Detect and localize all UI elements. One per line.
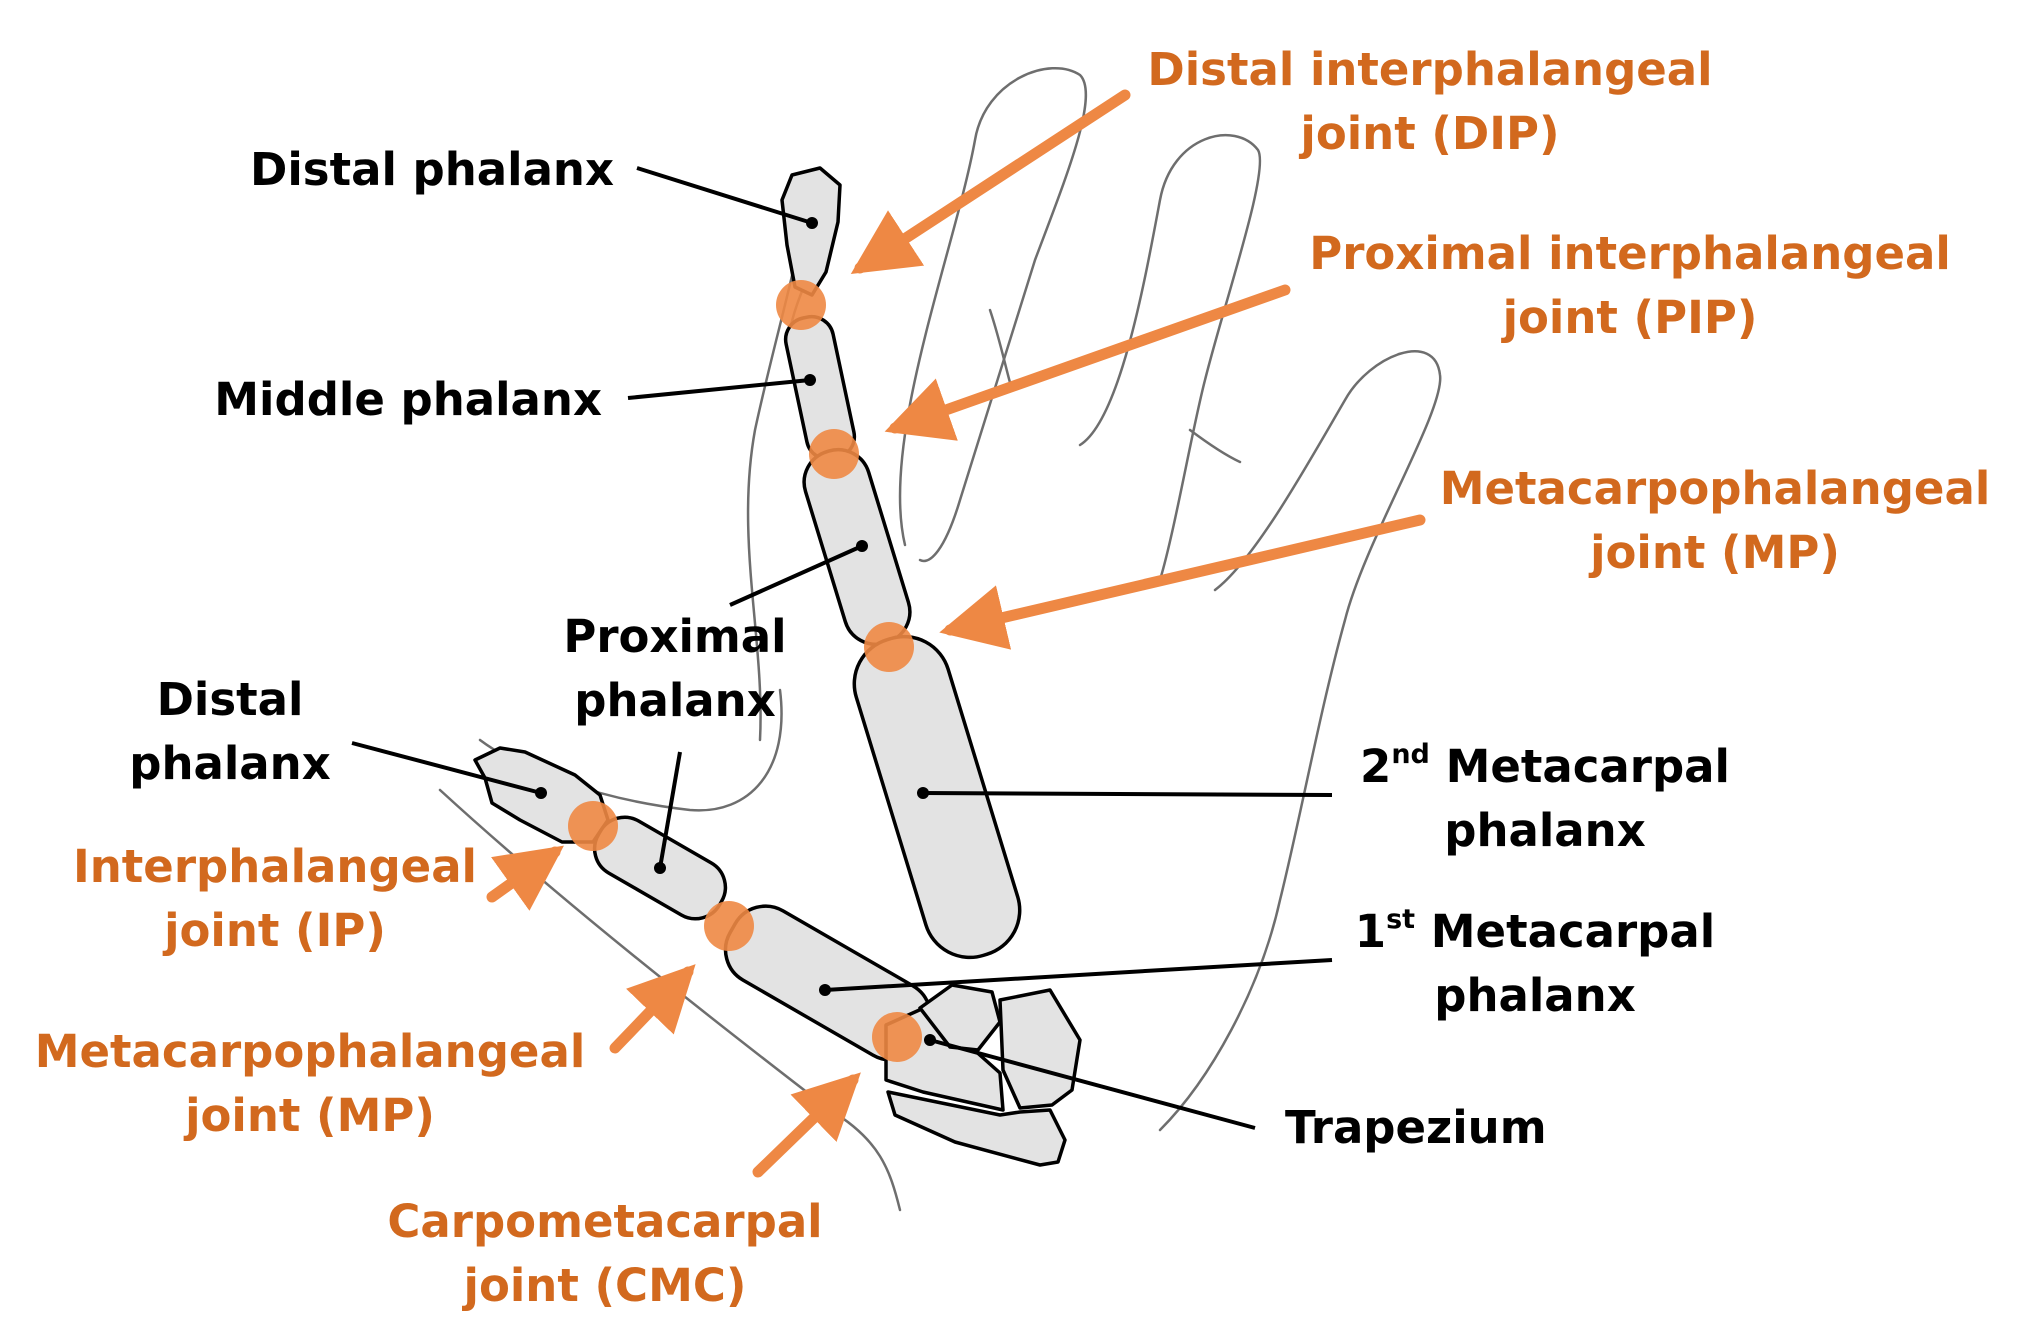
leader-trapezium [929, 1038, 1256, 1130]
mp-index-arrow [939, 514, 1426, 650]
carpal-bone-large [998, 988, 1082, 1110]
second-metacarpal-bone [852, 634, 1022, 960]
label-trapezium: Trapezium [1285, 1101, 1547, 1154]
leader-first-metacarpal [824, 958, 1333, 992]
carpal-bone-lower [886, 1090, 1067, 1167]
label-cmc-joint: Carpometacarpal joint (CMC) [387, 1195, 823, 1312]
ip-joint-marker [568, 801, 618, 851]
label-index-distal-phalanx: Distal phalanx [250, 143, 614, 196]
index-distal-phalanx-bone [780, 166, 842, 297]
label-index-proximal-phalanx: Proximal phalanx [563, 610, 787, 727]
mp-thumb-arrow [609, 964, 696, 1054]
dip-arrow [850, 89, 1131, 275]
leader-thumb-distal [351, 741, 542, 795]
leader-dots [535, 217, 936, 1046]
label-mp-thumb-joint: Metacarpophalangeal joint (MP) [34, 1025, 586, 1142]
cmc-joint-marker [872, 1012, 922, 1062]
label-pip-joint: Proximal interphalangeal joint (PIP) [1309, 227, 1951, 344]
dip-joint-marker [776, 280, 826, 330]
leader-index-distal [636, 166, 813, 225]
label-thumb-distal-phalanx: Distal phalanx [129, 673, 331, 790]
leader-index-middle [627, 378, 811, 400]
ip-arrow [486, 845, 564, 911]
leader-second-metacarpal [922, 791, 1333, 797]
label-second-metacarpal: 2nd Metacarpal phalanx [1360, 739, 1730, 857]
label-ip-joint: Interphalangeal joint (IP) [73, 840, 477, 957]
pip-arrow [884, 284, 1291, 441]
leader-index-proximal [729, 544, 863, 607]
pip-joint-marker [809, 429, 859, 479]
leader-lines [351, 166, 1333, 1130]
joint-arrows [486, 89, 1426, 1178]
label-mp-index-joint: Metacarpophalangeal joint (MP) [1439, 462, 1991, 579]
label-dip-joint: Distal interphalangeal joint (DIP) [1147, 43, 1713, 160]
label-first-metacarpal: 1st Metacarpal phalanx [1354, 904, 1716, 1022]
label-index-middle-phalanx: Middle phalanx [214, 373, 602, 426]
joint-markers [568, 280, 922, 1062]
mp-index-joint-marker [864, 622, 914, 672]
leader-thumb-proximal [658, 751, 682, 869]
mp-thumb-joint-marker [704, 901, 754, 951]
cmc-arrow [752, 1072, 861, 1178]
